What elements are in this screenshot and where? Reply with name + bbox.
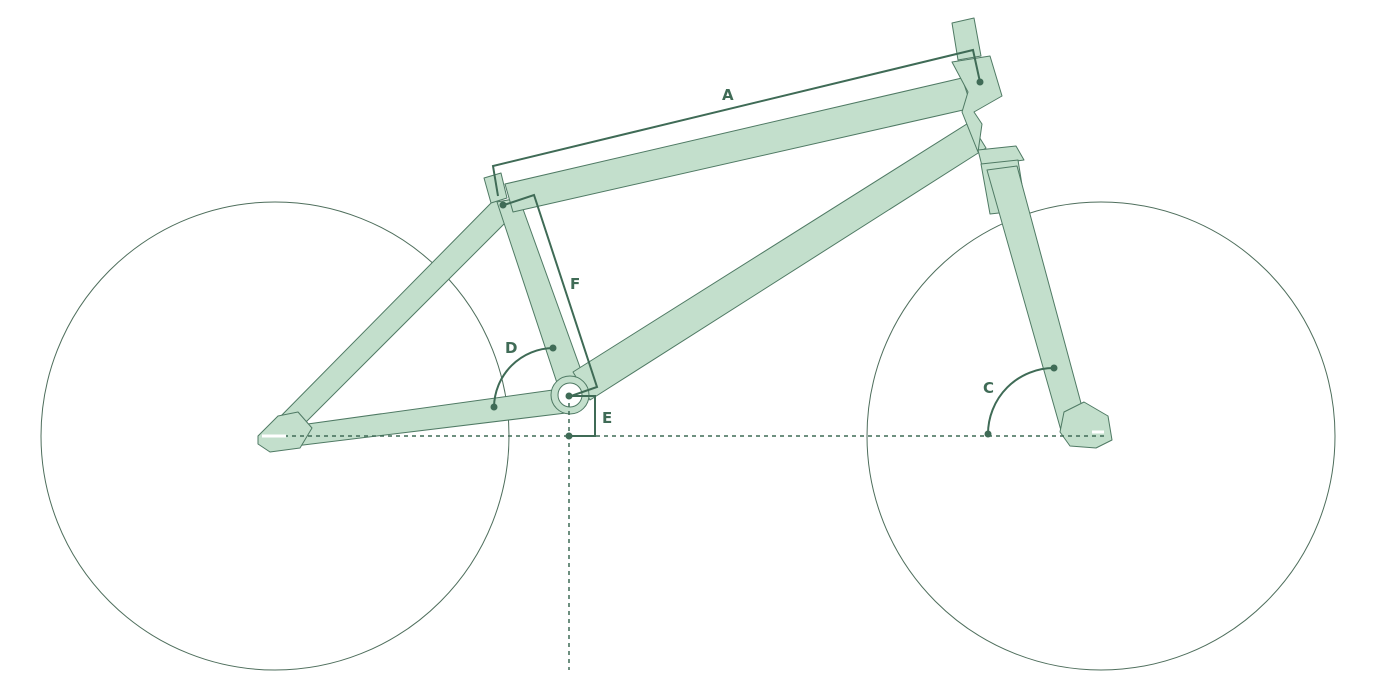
bb-drop-dimension [569, 395, 596, 437]
top-tube-start-dot [499, 201, 507, 209]
seat-angle-dot-bottom [490, 403, 498, 411]
top-tube-end-dot [976, 78, 984, 86]
front-dropout [1059, 401, 1113, 449]
bb-center-dot [565, 392, 573, 400]
top-tube-dimension [491, 48, 981, 197]
label-f: F [570, 275, 580, 293]
label-d: D [505, 339, 517, 357]
front-wheel [866, 201, 1336, 671]
bb-drop-axle-dot [565, 432, 573, 440]
seat-angle-arc [493, 347, 554, 408]
label-c: C [983, 379, 994, 397]
head-tube [951, 55, 1003, 153]
head-angle-dot-top [1050, 364, 1058, 372]
label-a: A [722, 86, 734, 104]
seat-stay [276, 197, 515, 433]
seat-tube-dimension [503, 193, 599, 397]
rear-dropout [257, 411, 313, 453]
head-angle-arc [987, 367, 1055, 435]
seat-tube [496, 197, 587, 393]
seat-angle-dot-top [549, 344, 557, 352]
label-e: E [602, 409, 612, 427]
bike-frame [257, 17, 1113, 453]
head-angle-dot-bottom [984, 430, 992, 438]
